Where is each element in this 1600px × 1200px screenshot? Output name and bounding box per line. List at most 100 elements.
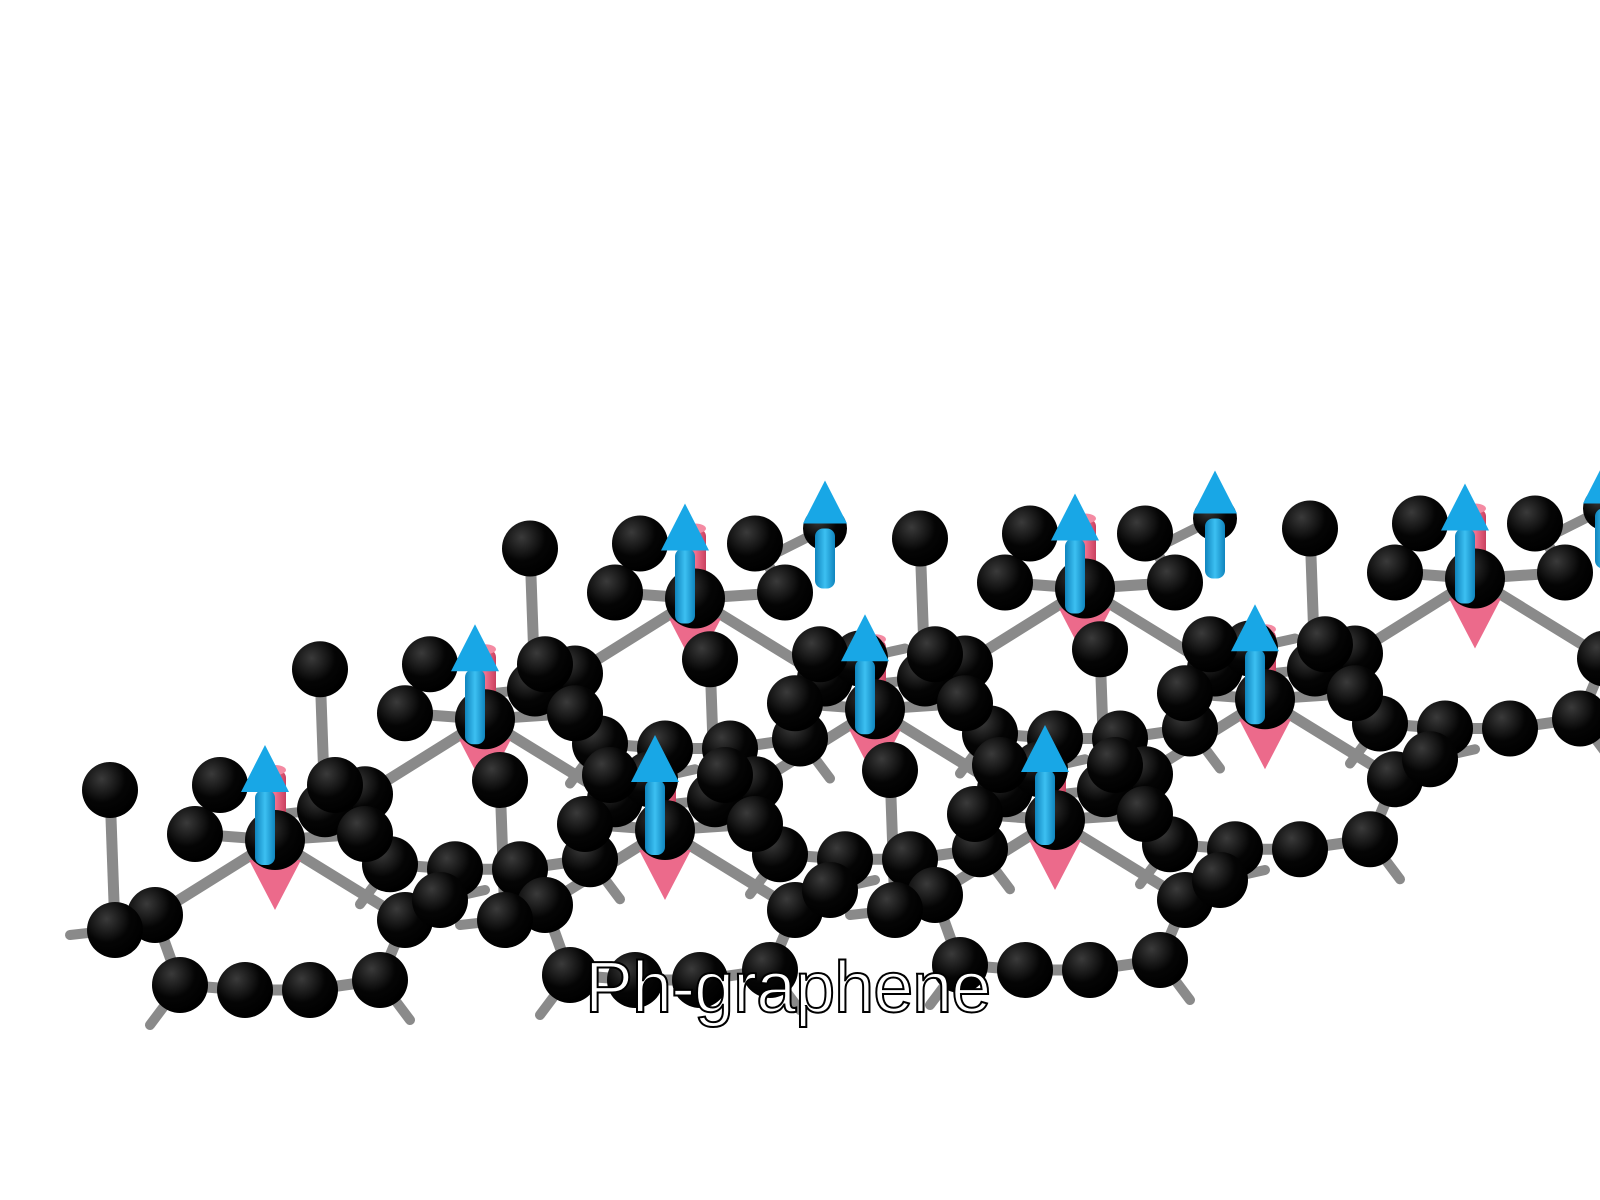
spin-up-arrow-head — [631, 735, 679, 782]
carbon-atom — [947, 786, 1003, 842]
carbon-atom — [802, 862, 858, 918]
carbon-atom — [1132, 932, 1188, 988]
carbon-atom — [542, 947, 598, 1003]
spin-up-arrow-head — [241, 745, 289, 792]
carbon-atom — [587, 564, 643, 621]
carbon-atom — [217, 962, 273, 1018]
carbon-atom — [892, 510, 948, 567]
carbon-atom — [997, 942, 1053, 998]
carbon-atom — [517, 636, 573, 693]
spin-up-layer — [241, 470, 1600, 865]
spin-up-arrow-head — [1583, 470, 1600, 504]
spin-up-arrow-shaft — [1065, 538, 1085, 614]
spin-up-arrow-head — [1051, 493, 1099, 541]
carbon-atom — [612, 515, 668, 572]
spin-down-arrow-head — [1029, 840, 1081, 890]
carbon-atom — [1507, 495, 1563, 552]
carbon-atom — [767, 675, 823, 732]
carbon-atom — [377, 685, 433, 742]
carbon-atom — [1272, 821, 1328, 878]
carbon-atom — [1482, 700, 1538, 757]
carbon-atom — [557, 796, 613, 852]
carbon-atom — [1182, 616, 1238, 673]
spin-up-arrow-shaft — [1595, 509, 1600, 568]
carbon-atom — [672, 952, 728, 1008]
carbon-atom — [1072, 621, 1128, 678]
carbon-atom — [1297, 616, 1353, 673]
spin-up-arrow-head — [841, 614, 889, 662]
spin-up-arrow-head — [1193, 470, 1237, 514]
spin-up-arrow-head — [1021, 725, 1069, 772]
spin-up-arrow-head — [803, 480, 847, 524]
carbon-atom — [582, 747, 638, 803]
carbon-atom — [192, 757, 248, 813]
carbon-atom — [607, 952, 663, 1008]
carbon-atom — [1157, 665, 1213, 722]
carbon-atom — [87, 902, 143, 958]
carbon-atom — [547, 685, 603, 742]
spin-up-arrow-shaft — [1035, 770, 1055, 845]
carbon-atom — [1552, 690, 1600, 747]
carbon-atom — [1537, 544, 1593, 601]
spin-up-arrow-shaft — [645, 780, 665, 855]
carbon-atom — [1577, 630, 1600, 687]
carbon-atom — [937, 675, 993, 732]
carbon-atom — [1117, 505, 1173, 562]
carbon-atom — [412, 872, 468, 928]
carbon-atom — [352, 952, 408, 1008]
spin-up-arrow-head — [661, 503, 709, 551]
spin-up-arrow-shaft — [1205, 518, 1225, 579]
spin-up-arrow-shaft — [1455, 528, 1475, 604]
carbon-atom — [697, 747, 753, 803]
carbon-atom — [742, 942, 798, 998]
spin-up-arrow-head — [1441, 483, 1489, 531]
carbon-atom — [1342, 811, 1398, 868]
carbon-atom — [862, 742, 918, 798]
spin-down-arrow-head — [1239, 719, 1291, 770]
spin-up-arrow-shaft — [675, 548, 695, 624]
carbon-atom — [282, 962, 338, 1018]
carbon-atom — [472, 752, 528, 808]
carbon-atom — [167, 806, 223, 862]
carbon-atom — [977, 554, 1033, 611]
carbon-atom — [727, 515, 783, 572]
carbon-atom — [727, 796, 783, 852]
carbon-atom — [82, 762, 138, 818]
carbon-atom — [1087, 737, 1143, 793]
carbon-atom — [307, 757, 363, 813]
carbon-atom — [932, 937, 988, 993]
spin-up-arrow-shaft — [465, 669, 485, 745]
carbon-atom — [1327, 665, 1383, 722]
spin-up-arrow-shaft — [815, 528, 835, 589]
carbon-atom — [1147, 554, 1203, 611]
carbon-atom — [1062, 942, 1118, 998]
carbon-atom — [1282, 500, 1338, 557]
carbon-atom — [1402, 731, 1458, 788]
carbon-atom — [792, 626, 848, 683]
spin-up-arrow-head — [1231, 604, 1279, 652]
spin-down-arrow-head — [1449, 598, 1501, 649]
spin-down-arrow-head — [249, 860, 301, 910]
carbon-atom — [757, 564, 813, 621]
carbon-atom — [867, 882, 923, 938]
spin-up-arrow-head — [451, 624, 499, 672]
atom-layer — [82, 487, 1600, 1018]
spin-up-arrow-shaft — [855, 659, 875, 735]
carbon-atom — [682, 631, 738, 688]
spin-up-arrow-shaft — [255, 790, 275, 865]
carbon-atom — [1192, 852, 1248, 908]
carbon-atom — [1367, 544, 1423, 601]
carbon-atom — [477, 892, 533, 948]
carbon-atom — [292, 641, 348, 698]
carbon-atom — [1392, 495, 1448, 552]
carbon-atom — [337, 806, 393, 862]
spin-down-arrow-head — [639, 850, 691, 900]
carbon-atom — [907, 626, 963, 683]
carbon-atom — [1002, 505, 1058, 562]
carbon-atom — [402, 636, 458, 693]
structure-label: Ph-graphene — [584, 948, 992, 1028]
carbon-atom — [152, 957, 208, 1013]
carbon-atom — [972, 737, 1028, 793]
spin-up-arrow-shaft — [1245, 649, 1265, 725]
